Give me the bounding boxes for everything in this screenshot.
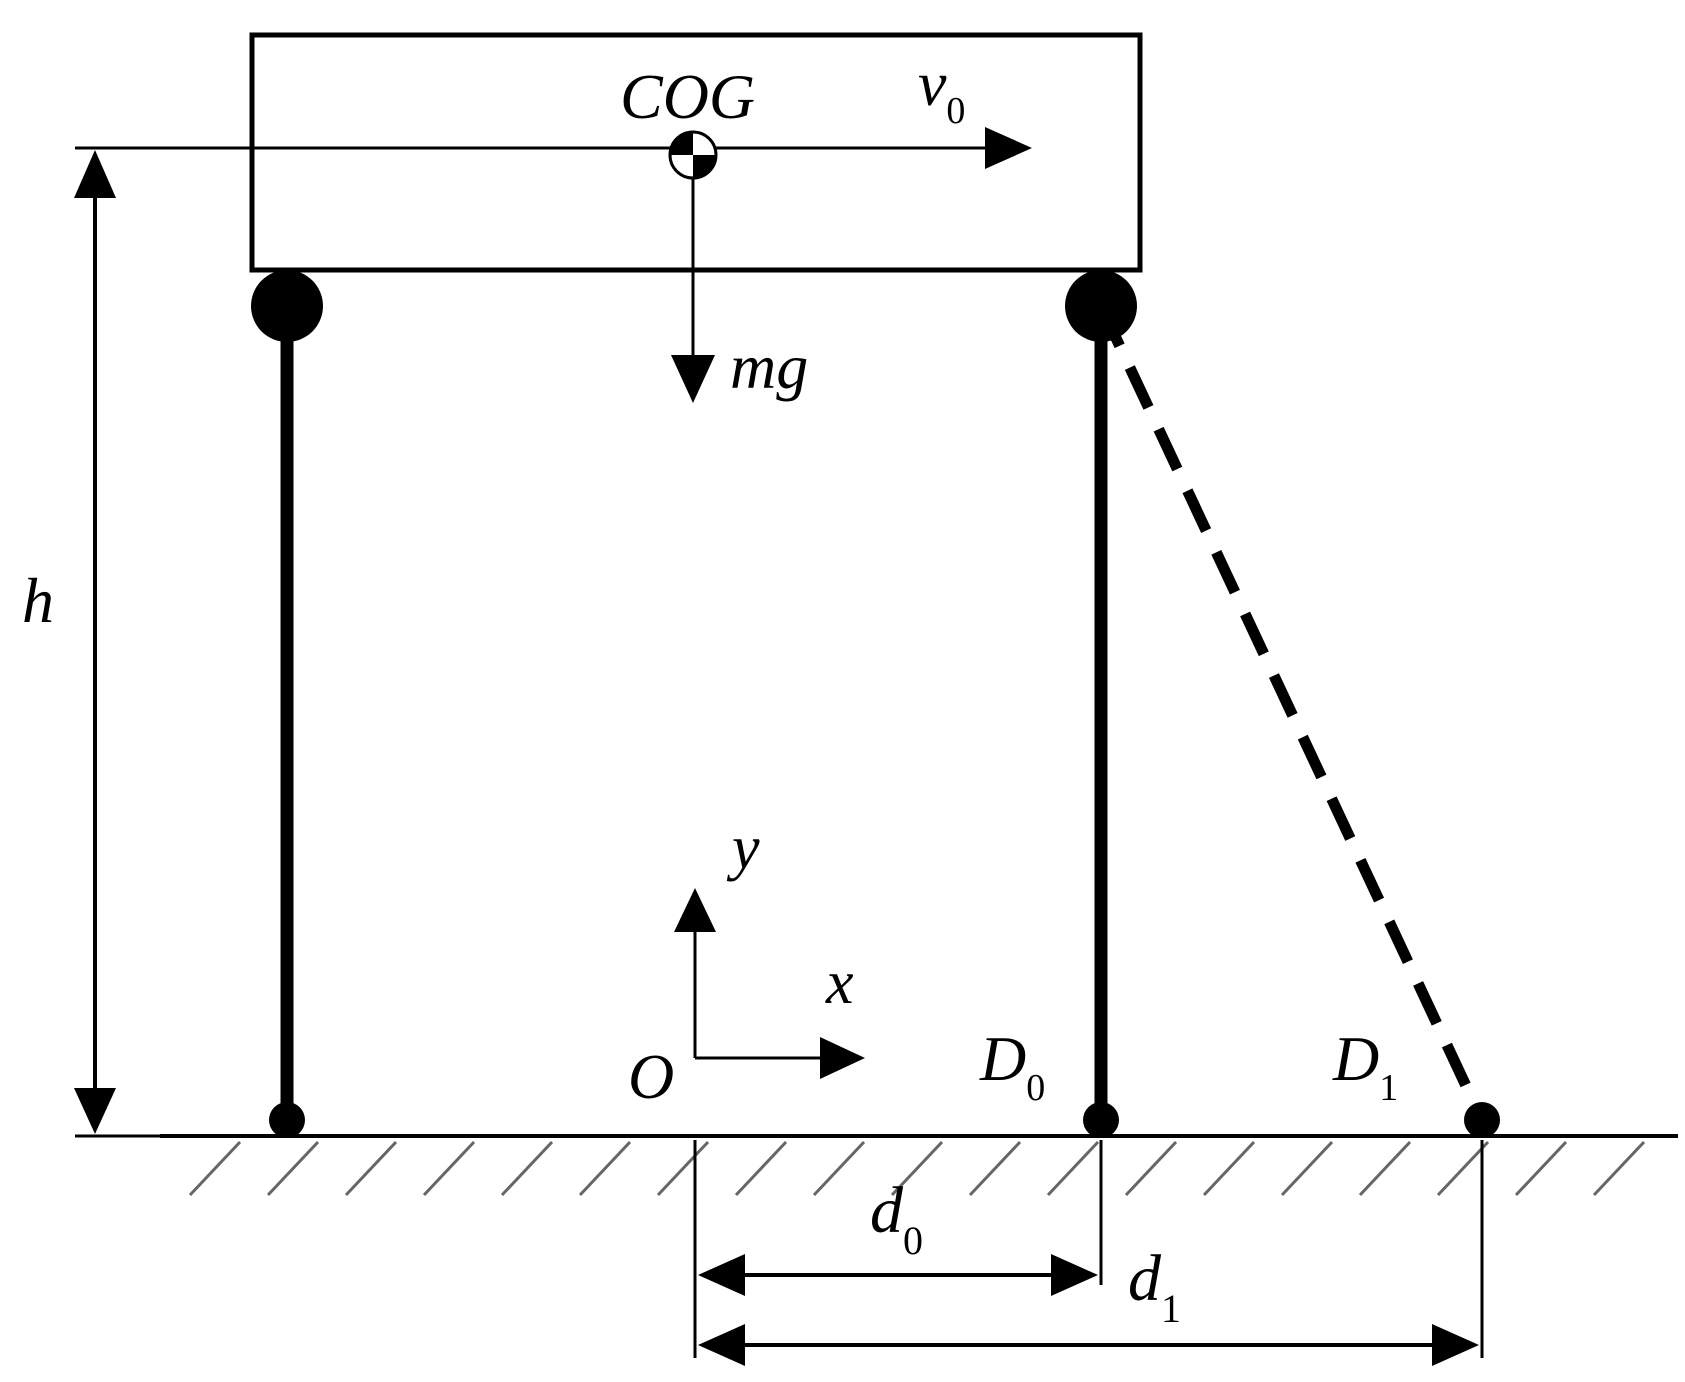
d1-arrow-right: [1432, 1324, 1479, 1366]
foot-d0: [1083, 1102, 1119, 1138]
ground-hatching: [188, 1140, 1646, 1197]
d0-label: d0: [870, 1174, 923, 1263]
d0-arrow-left: [698, 1254, 745, 1296]
velocity-arrowhead: [985, 127, 1032, 169]
height-label: h: [22, 565, 54, 636]
y-axis-arrowhead: [674, 888, 716, 932]
height-arrow-down: [74, 1088, 116, 1134]
robot-body: [249, 32, 1143, 273]
foot-d1: [1464, 1102, 1500, 1138]
x-axis-label: x: [825, 949, 854, 1017]
cog-marker: [668, 130, 718, 180]
foot-d0-label: D0: [979, 1023, 1045, 1109]
x-axis-arrowhead: [820, 1037, 865, 1079]
d1-label: d1: [1128, 1242, 1181, 1331]
gravity-label: mg: [730, 331, 808, 402]
foot-d1-label: D1: [1332, 1023, 1398, 1109]
swing-leg-dashed: [1096, 303, 1487, 1123]
y-axis-label: y: [726, 814, 760, 882]
gravity-arrowhead: [671, 355, 715, 403]
velocity-label: v0: [918, 48, 965, 132]
left-foot: [269, 1102, 305, 1138]
cog-label: COG: [620, 61, 755, 132]
height-arrow-up: [74, 150, 116, 198]
d0-arrow-right: [1051, 1254, 1098, 1296]
origin-label: O: [628, 1041, 674, 1112]
d1-arrow-left: [698, 1324, 745, 1366]
